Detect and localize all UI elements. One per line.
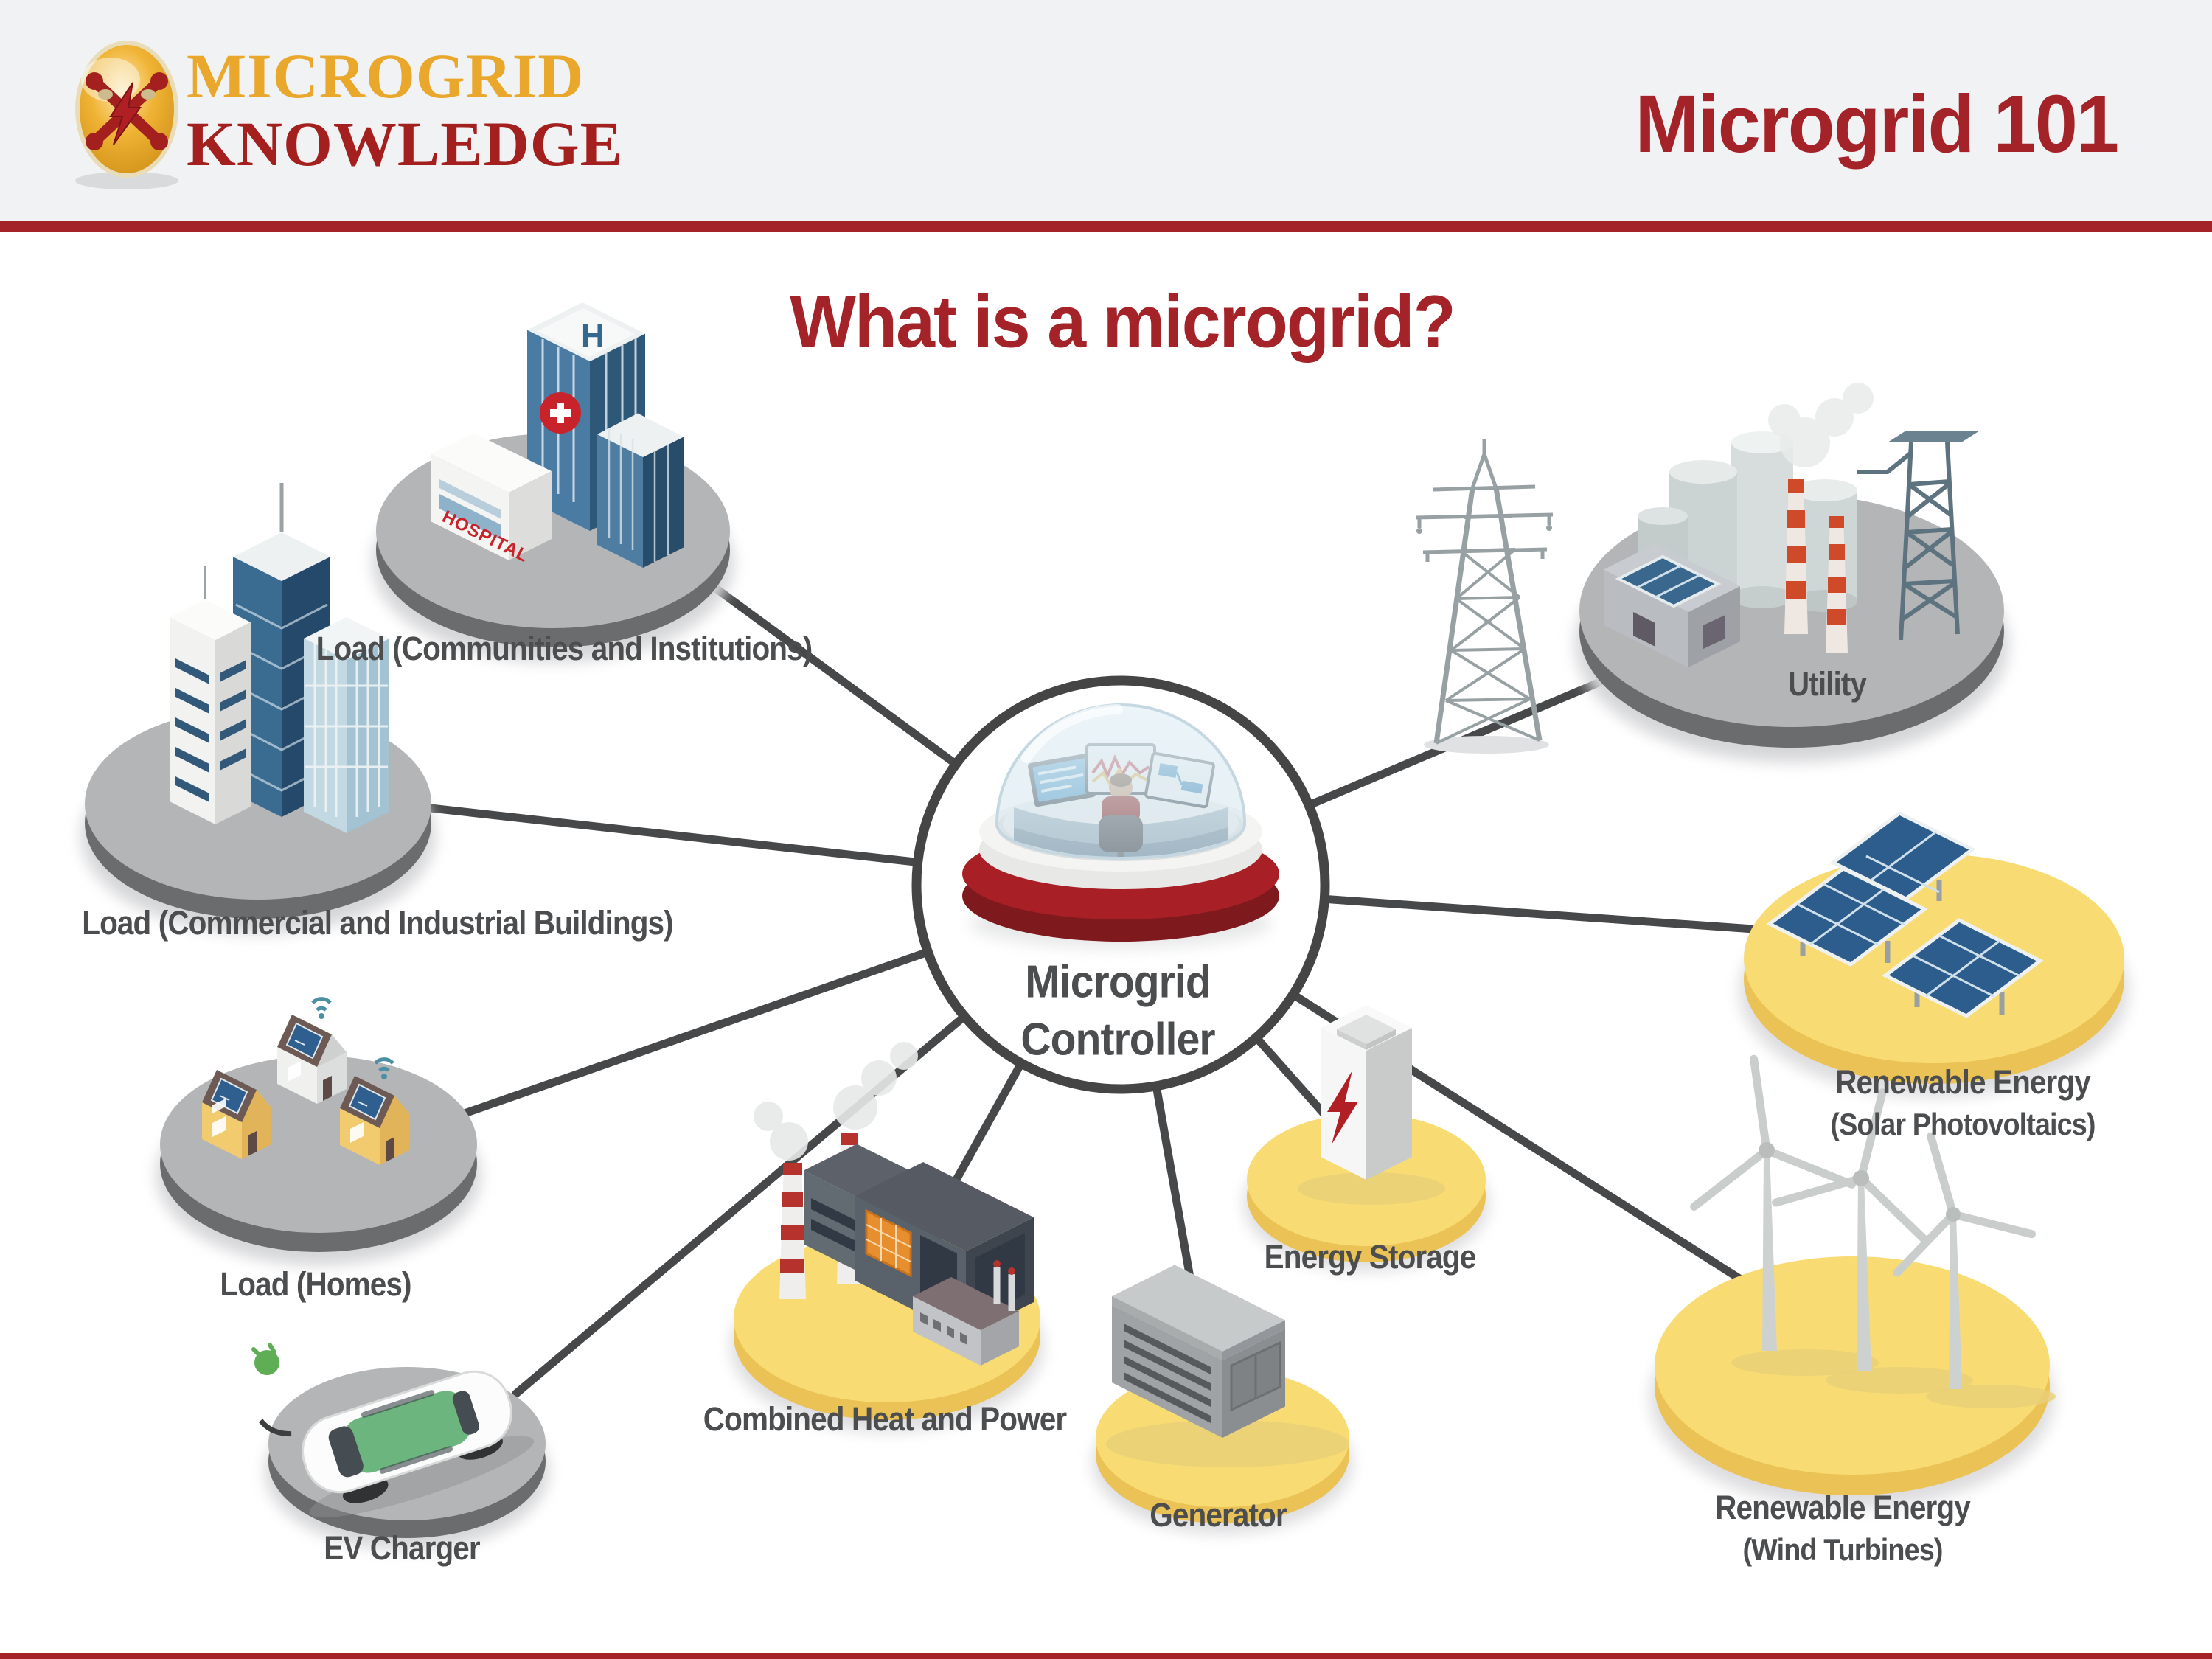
diagram-question-title: What is a microgrid? (790, 280, 1455, 364)
house-right (340, 1057, 409, 1165)
solar-array-left (1766, 866, 1928, 967)
header-divider (0, 221, 2212, 232)
house-back (277, 997, 347, 1104)
hub-label-line2: Controller (1020, 1014, 1215, 1065)
house-left (202, 1070, 271, 1159)
control-room-dome-icon (962, 703, 1279, 948)
page-title: Microgrid 101 (1635, 79, 2119, 170)
hub-label-line1: Microgrid (1025, 956, 1211, 1008)
pipe-rack (1857, 442, 1960, 641)
label-solar-line1: Renewable Energy (1835, 1063, 2091, 1101)
label-energy-storage: Energy Storage (1264, 1238, 1477, 1276)
wind-turbines-icon (1690, 1054, 2056, 1408)
label-load-homes: Load (Homes) (220, 1265, 411, 1303)
microgrid-knowledge-logo: MICROGRID KNOWLEDGE (75, 41, 623, 189)
label-wind-line1: Renewable Energy (1715, 1489, 1971, 1526)
logo-wordmark-line2: KNOWLEDGE (187, 108, 623, 179)
logo-shadow (75, 172, 178, 189)
label-generator: Generator (1150, 1496, 1287, 1534)
smoke-puffs (754, 1042, 918, 1161)
transmission-tower-icon (1415, 439, 1554, 754)
office-towers-icon (170, 483, 389, 833)
label-chp: Combined Heat and Power (703, 1400, 1067, 1438)
label-load-commercial: Load (Commercial and Industrial Building… (82, 904, 673, 942)
solar-panel-arrays-icon (1766, 811, 2044, 1018)
microgrid-controller-hub (911, 675, 1330, 1094)
label-utility: Utility (1787, 665, 1867, 703)
hospital-buildings-icon: H HOSPITAL (431, 302, 684, 568)
label-solar-line2: (Solar Photovoltaics) (1830, 1107, 2096, 1141)
label-load-communities: Load (Communities and Institutions) (316, 630, 813, 667)
logo-wordmark-line1: MICROGRID (187, 41, 584, 111)
charging-plug-icon (251, 1343, 279, 1375)
power-plant-icon (1604, 383, 1980, 667)
lightning-bolt-icon (1327, 1071, 1358, 1144)
header-band: MICROGRID KNOWLEDGE Microgrid 101 (0, 0, 2212, 221)
generator-container-icon (1106, 1265, 1349, 1467)
helipad-letter: H (581, 318, 605, 354)
label-ev-charger: EV Charger (324, 1529, 480, 1567)
battery-with-bolt-icon (1298, 1005, 1445, 1205)
crossed-utility-poles-lightning-badge-icon (75, 41, 178, 178)
electric-car-with-plug-icon (251, 1343, 535, 1518)
label-wind-line2: (Wind Turbines) (1742, 1532, 1943, 1567)
solar-array-right (1882, 918, 2044, 1018)
houses-with-rooftop-solar-icon (202, 997, 409, 1165)
industrial-plant-smokestacks-icon (754, 1042, 1034, 1366)
bottom-divider (0, 1653, 2212, 1659)
